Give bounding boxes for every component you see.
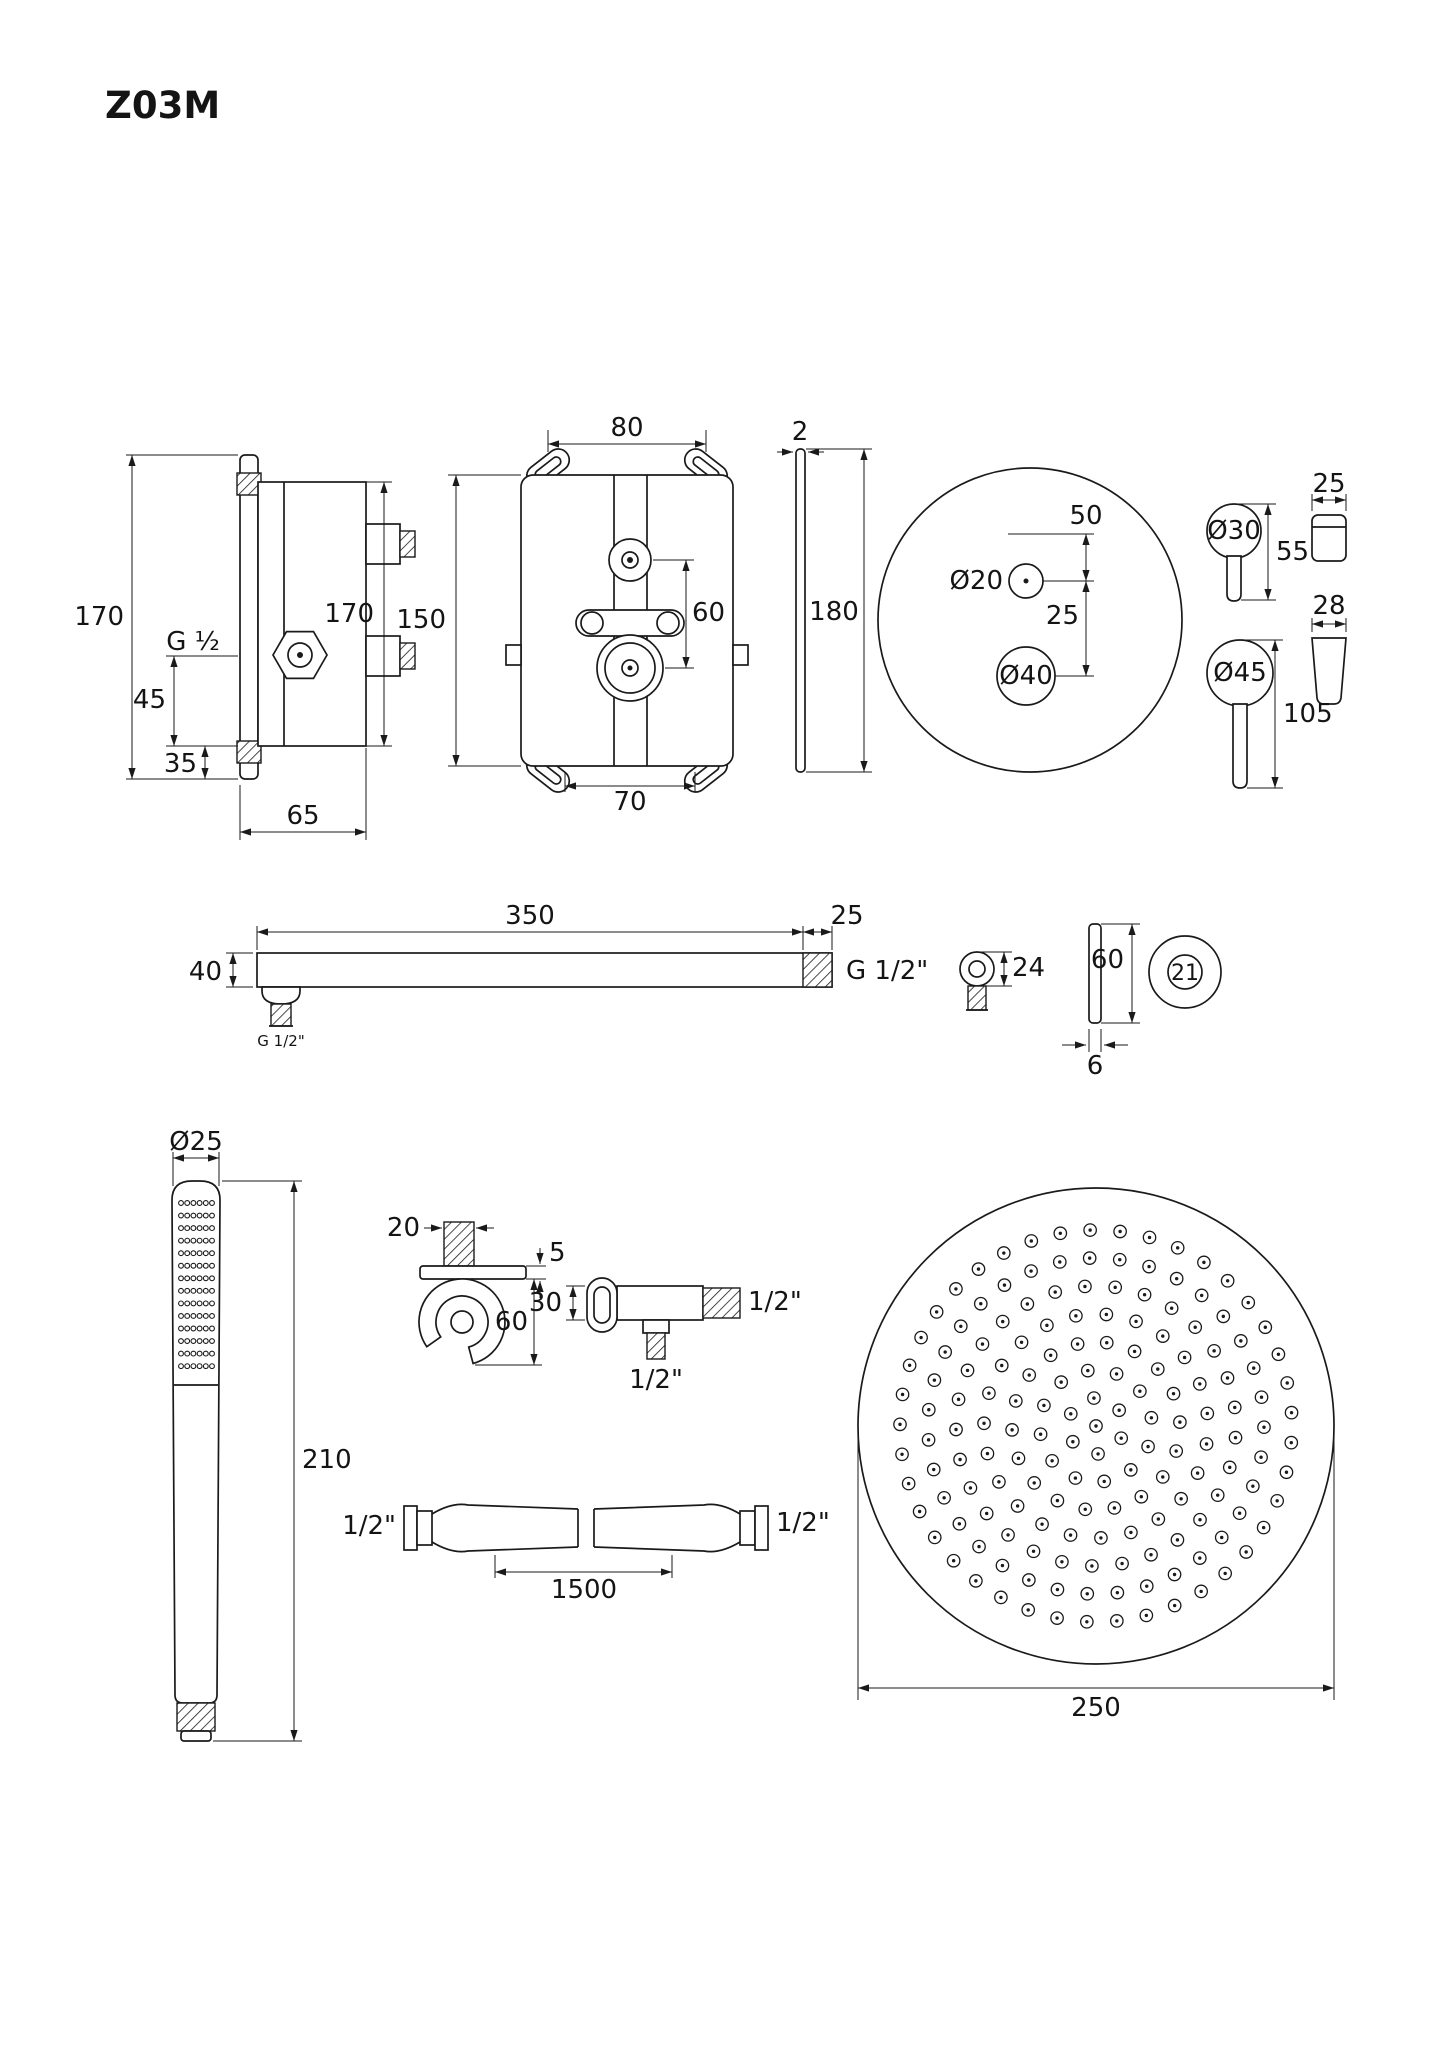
dim-label-outlet-flange-thickness: 5 bbox=[549, 1238, 566, 1268]
rough-in-box-front-view bbox=[448, 430, 749, 793]
dim-label-box-height: 150 bbox=[396, 605, 446, 635]
dim-label-arm-wall-thread: G 1/2" bbox=[257, 1032, 304, 1050]
dim-label-escutcheon-diameter: 24 bbox=[1012, 953, 1045, 983]
cover-plate bbox=[1062, 923, 1222, 1052]
dim-label-outlet-thread-width: 20 bbox=[387, 1213, 420, 1243]
dim-label-holder-bottom-thread: 1/2" bbox=[629, 1365, 683, 1395]
dim-label-arm-diameter: 40 bbox=[189, 957, 222, 987]
hand-shower-nozzles bbox=[178, 1200, 215, 1370]
dim-label-hose-fitting-right: 1/2" bbox=[776, 1508, 830, 1538]
trim-plate-side-view bbox=[777, 448, 872, 773]
dim-label-plate-hole-offset-a: 50 bbox=[1069, 501, 1102, 531]
dim-label-hose-length: 1500 bbox=[551, 1575, 617, 1605]
dim-label-box-port-spacing: 60 bbox=[692, 598, 725, 628]
dim-label-valve-depth: 65 bbox=[286, 801, 319, 831]
dim-label-handle-small-diameter: Ø30 bbox=[1207, 516, 1261, 546]
dim-label-cover-diameter: 60 bbox=[1091, 945, 1124, 975]
dim-label-headshower-diameter: 250 bbox=[1071, 1693, 1121, 1723]
handle-large bbox=[1206, 618, 1347, 789]
hand-shower bbox=[171, 1152, 302, 1742]
dim-label-plate-hole-offset-b: 25 bbox=[1046, 601, 1079, 631]
dim-label-handshower-length: 210 bbox=[302, 1445, 352, 1475]
dim-label-valve-body-height: 170 bbox=[324, 599, 374, 629]
dim-label-box-hole-spacing-bottom: 70 bbox=[613, 787, 646, 817]
dim-label-holder-height: 30 bbox=[529, 1288, 562, 1318]
dim-label-valve-plate-height: 170 bbox=[74, 602, 124, 632]
dim-label-handle-small-width: 25 bbox=[1312, 469, 1345, 499]
head-shower-nozzles bbox=[893, 1223, 1299, 1629]
dim-label-cover-thickness: 6 bbox=[1087, 1051, 1104, 1081]
dim-label-plate-hole-large: Ø40 bbox=[999, 661, 1053, 691]
dim-label-plate-thickness: 2 bbox=[792, 417, 809, 447]
dim-label-handle-small-height: 55 bbox=[1276, 537, 1309, 567]
dim-label-valve-base-offset: 35 bbox=[164, 749, 197, 779]
shower-hose bbox=[403, 1503, 769, 1578]
dim-label-handle-large-height: 105 bbox=[1283, 699, 1333, 729]
dim-label-valve-thread: G ½ bbox=[166, 627, 220, 657]
dim-label-holder-outlet-thread: 1/2" bbox=[748, 1287, 802, 1317]
dim-label-handshower-diameter: Ø25 bbox=[169, 1127, 223, 1157]
dim-label-valve-outlet-offset: 45 bbox=[133, 685, 166, 715]
dim-label-arm-outlet-thread: G 1/2" bbox=[846, 956, 928, 986]
wall-outlet-elbow bbox=[418, 1221, 546, 1366]
dim-label-handle-large-diameter: Ø45 bbox=[1213, 658, 1267, 688]
dim-label-arm-length: 350 bbox=[505, 901, 555, 931]
dim-label-handle-large-width: 28 bbox=[1312, 591, 1345, 621]
trim-plate-front-view bbox=[877, 467, 1183, 773]
dim-label-plate-hole-small: Ø20 bbox=[949, 566, 1003, 596]
mixer-side-view bbox=[126, 454, 416, 840]
shower-arm bbox=[226, 926, 833, 1027]
shower-holder bbox=[566, 1277, 741, 1360]
handle-small bbox=[1206, 494, 1347, 602]
dim-label-arm-thread-length: 25 bbox=[830, 901, 863, 931]
model-title: Z03M bbox=[105, 84, 220, 127]
head-shower bbox=[857, 1187, 1335, 1700]
dim-label-box-hole-spacing-top: 80 bbox=[610, 413, 643, 443]
dim-label-plate-diameter: 180 bbox=[809, 597, 859, 627]
dim-label-hose-fitting-left: 1/2" bbox=[342, 1511, 396, 1541]
dim-label-cover-hole: 21 bbox=[1171, 961, 1199, 986]
arm-escutcheon bbox=[959, 951, 1012, 1011]
dim-label-outlet-height: 60 bbox=[495, 1307, 528, 1337]
